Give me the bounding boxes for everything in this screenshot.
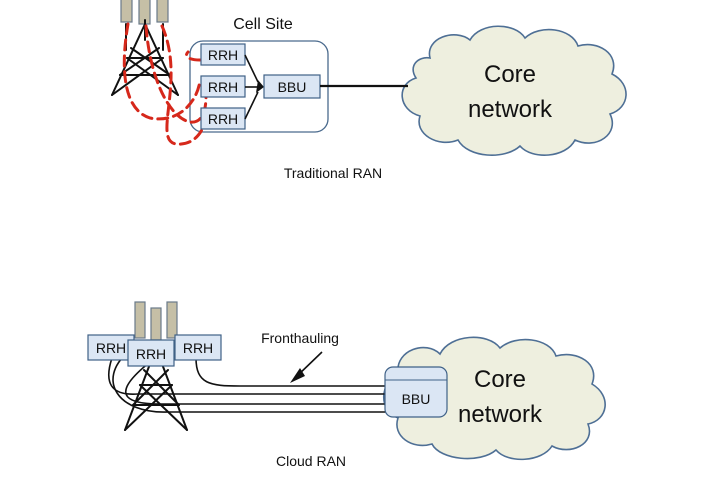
fronthaul-fiber	[108, 357, 390, 395]
rrh-label: RRH	[96, 340, 126, 356]
bbu-label: BBU	[402, 391, 431, 407]
rrh-box	[200, 43, 246, 66]
cloud-ran-caption: Cloud RAN	[276, 453, 346, 469]
bbu-label: BBU	[278, 79, 307, 95]
fronthauling-label: Fronthauling	[261, 330, 339, 346]
tower-icon	[124, 301, 188, 431]
rrh-box	[87, 334, 135, 361]
core-network-title-line1: Core	[474, 366, 526, 393]
rrh-box	[174, 334, 222, 361]
rrh-to-bbu-arrow	[244, 54, 259, 83]
cell-site-label: Cell Site	[233, 16, 293, 33]
rrh-label: RRH	[208, 111, 238, 127]
rrh-label: RRH	[208, 47, 238, 63]
rrh-to-bbu-arrow	[244, 91, 259, 120]
fronthaul-fiber	[125, 361, 390, 405]
arrowhead	[290, 368, 305, 383]
fronthaul-fiber	[112, 351, 390, 413]
rrh-label: RRH	[183, 340, 213, 356]
rrh-label: RRH	[136, 346, 166, 362]
core-network-title-line2: network	[468, 96, 553, 123]
core-network-title-line1: Core	[484, 61, 536, 88]
core-network-cloud-top	[401, 25, 627, 156]
traditional-ran-caption: Traditional RAN	[284, 165, 382, 181]
rrh-box	[127, 339, 175, 367]
fronthaul-fiber	[195, 357, 390, 387]
cloud-ran-section: Core network RRH RRH RRH Fronthauling B	[87, 301, 606, 469]
rrh-label: RRH	[208, 79, 238, 95]
traditional-ran-section: Core network Cell Site RRH RRH RRH	[111, 0, 627, 181]
core-network-title-line2: network	[458, 401, 543, 428]
arrowhead	[256, 80, 264, 93]
